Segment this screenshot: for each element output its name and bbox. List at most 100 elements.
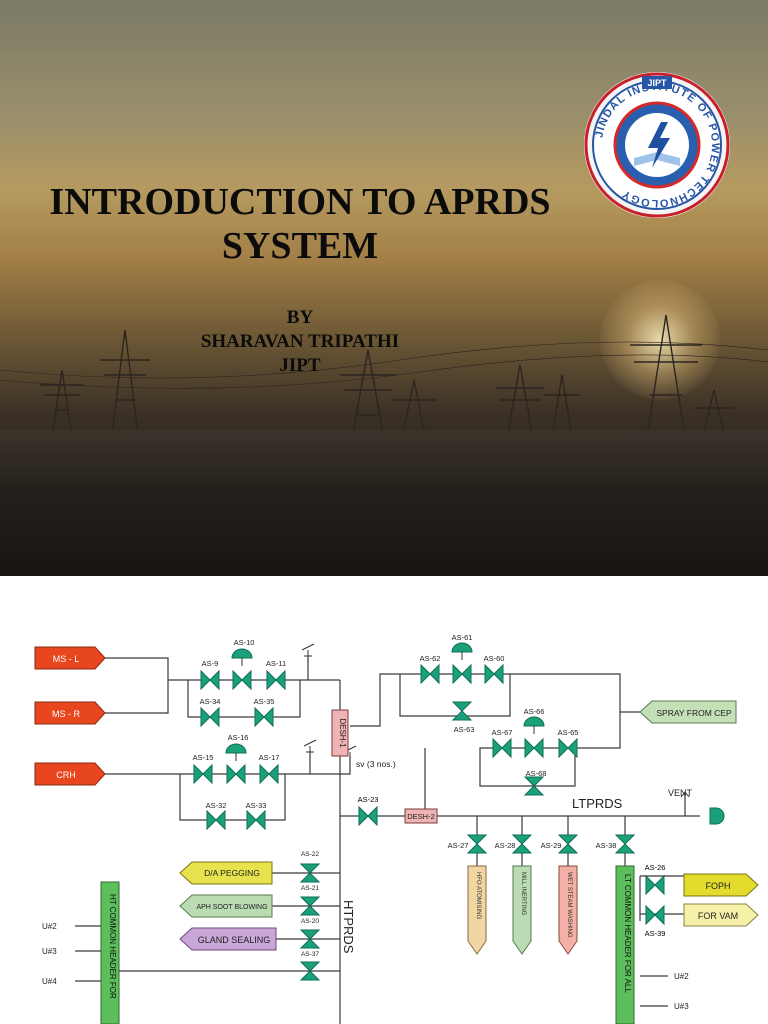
safety-valve-symbols	[301, 643, 357, 764]
valve-as-16	[226, 764, 246, 784]
lt-consumer-mill: MILL INERTING	[512, 865, 532, 955]
valve-as-15	[193, 764, 213, 784]
valve-label: AS-33	[246, 801, 267, 810]
branch-aph-soot: APH SOOT BLOWING	[179, 894, 273, 918]
valve-as-23	[358, 806, 378, 826]
aprds-schematic: MS - L MS - R CRH AS-10 AS-9 AS-11 AS-34…	[0, 576, 768, 1024]
lightning-icon	[648, 122, 670, 168]
spray-from-cep: SPRAY FROM CEP	[639, 700, 737, 724]
lt-consumer-wet-steam: WET STEAM WASHING	[558, 865, 578, 955]
valve-as-60	[484, 664, 504, 684]
valve-label: AS-67	[492, 728, 513, 737]
valve-as-33	[246, 810, 266, 830]
consumer-label: MILL INERTING	[520, 872, 526, 916]
valve-label: AS-21	[301, 885, 319, 892]
valve-as-11	[266, 670, 286, 690]
valve-as-27	[467, 834, 487, 854]
valve-label: AS-37	[301, 951, 319, 958]
output-foph: FOPH	[683, 873, 759, 897]
valve-as-38	[615, 834, 635, 854]
spray-label: SPRAY FROM CEP	[656, 708, 732, 718]
consumer-label: HFO ATOMISING	[475, 872, 481, 919]
valve-label: AS-39	[645, 929, 666, 938]
sv-label: sv (3 nos.)	[356, 759, 396, 769]
valve-label: AS-11	[266, 659, 286, 668]
desuperheater-1: DESH-1	[331, 709, 349, 757]
valve-as-61	[452, 664, 472, 684]
output-label: FOR VAM	[698, 911, 738, 921]
valve-label: AS-63	[454, 725, 475, 734]
lt-common-header: LT COMMON HEADER FOR ALL	[615, 865, 635, 1024]
ground-area	[0, 430, 768, 576]
output-label: FOPH	[705, 881, 730, 891]
branch-label: GLAND SEALING	[198, 935, 271, 945]
unit-label: U#4	[42, 977, 57, 986]
slide-title: INTRODUCTION TO APRDS SYSTEM	[0, 180, 600, 268]
consumer-label: WET STEAM WASHING	[566, 872, 572, 938]
source-ms-l: MS - L	[34, 646, 106, 670]
vent: VENT	[668, 788, 725, 825]
valve-as-26	[645, 875, 665, 895]
vent-label: VENT	[668, 788, 693, 798]
lp-valve-labels: AS-61 AS-62 AS-60 AS-63 AS-66 AS-67 AS-6…	[420, 633, 579, 778]
valve-as-62	[420, 664, 440, 684]
valve-as-28	[512, 834, 532, 854]
valve-as-67	[492, 738, 512, 758]
title-line-2: SYSTEM	[221, 225, 379, 267]
valve-label: AS-16	[228, 733, 249, 742]
valve-label: AS-20	[301, 918, 319, 925]
actuator-as-66	[523, 716, 545, 735]
valve-label: AS-15	[193, 753, 214, 762]
source-label: MS - L	[53, 654, 80, 664]
source-ms-r: MS - R	[34, 701, 106, 725]
transmission-towers-silhouette	[0, 314, 768, 451]
unit-label: U#2	[674, 972, 689, 981]
piping-lines	[75, 656, 700, 1024]
valve-label: AS-66	[524, 707, 545, 716]
valve-label: AS-9	[202, 659, 219, 668]
hp-valve-labels: AS-10 AS-9 AS-11 AS-34 AS-35 AS-16 AS-15…	[193, 638, 287, 810]
branch-da-pegging: D/A PEGGING	[179, 861, 273, 885]
valve-label: AS-34	[200, 697, 221, 706]
valve-label: AS-60	[484, 654, 505, 663]
lt-header-label: LT COMMON HEADER FOR ALL	[623, 874, 632, 993]
actuator-as-10	[231, 648, 253, 667]
valve-label: AS-61	[452, 633, 473, 642]
unit-label: U#3	[42, 947, 57, 956]
source-label: MS - R	[52, 709, 80, 719]
valve-as-29	[558, 834, 578, 854]
lp-valve-group	[420, 642, 578, 796]
branch-label: APH SOOT BLOWING	[196, 904, 267, 911]
valve-as-63	[452, 701, 472, 721]
valve-label: AS-35	[254, 697, 275, 706]
valve-label: AS-27	[448, 841, 469, 850]
title-line-1: INTRODUCTION TO APRDS	[49, 181, 551, 223]
valve-label: AS-10	[234, 638, 255, 647]
valve-label: AS-68	[526, 769, 547, 778]
jipt-logo: JINDAL INSTITUTE OF POWER TECHNOLOGY JIP…	[584, 72, 730, 218]
valve-label: AS-32	[206, 801, 227, 810]
valve-label: AS-26	[645, 863, 666, 872]
branch-gland-sealing: GLAND SEALING	[179, 927, 277, 951]
valve-as-32	[206, 810, 226, 830]
htprds-label: HTPRDS	[341, 900, 356, 954]
lt-consumer-hfo: HFO ATOMISING	[467, 865, 487, 955]
desuperheater-2: DESH-2	[404, 808, 438, 824]
ltprds-label: LTPRDS	[572, 796, 623, 811]
desh1-label: DESH-1	[338, 718, 347, 748]
sun-glow	[600, 280, 720, 400]
valve-as-34	[200, 707, 220, 727]
unit-label: U#3	[674, 1002, 689, 1011]
valve-as-17	[259, 764, 279, 784]
valve-label: AS-17	[259, 753, 280, 762]
valve-label: AS-28	[495, 841, 516, 850]
by-label: BY	[286, 307, 314, 328]
valve-label: AS-62	[420, 654, 441, 663]
valve-as-65	[558, 738, 578, 758]
branch-label: D/A PEGGING	[204, 868, 260, 878]
desh2-label: DESH-2	[407, 812, 435, 821]
valve-as-66	[524, 738, 544, 758]
source-label: CRH	[56, 770, 76, 780]
title-slide: INTRODUCTION TO APRDS SYSTEM BY SHARAVAN…	[0, 0, 768, 576]
lt-valve-labels: AS-27 AS-28 AS-29 AS-38	[448, 841, 617, 850]
